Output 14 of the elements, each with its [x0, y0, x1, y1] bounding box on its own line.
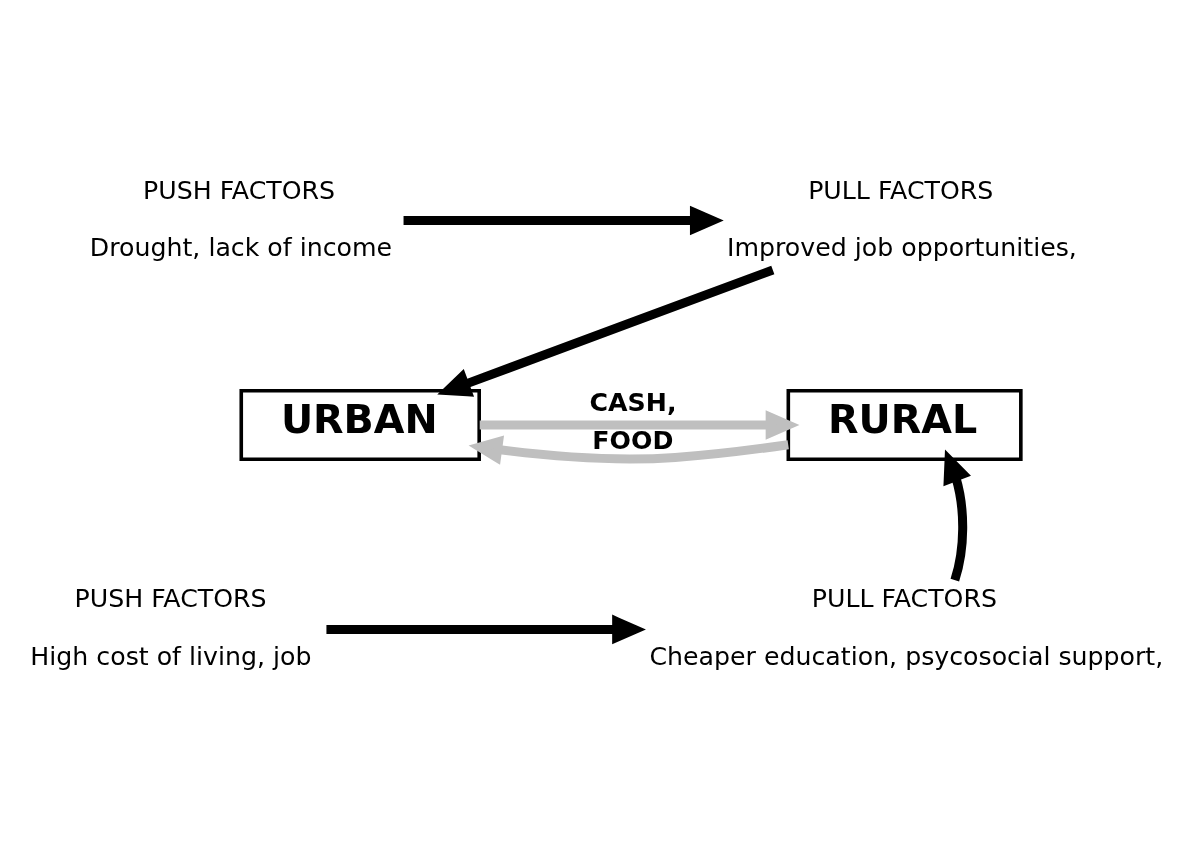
arrow — [479, 409, 800, 440]
node-box: URBAN — [239, 388, 481, 461]
node-text: PUSH FACTORS High cost of living, job — [30, 583, 312, 671]
edge-label: CASH, — [589, 387, 677, 417]
node-text: PULL FACTORS Improved job opportunities, — [727, 175, 1077, 262]
arrow — [437, 265, 775, 397]
node-text: PULL FACTORS Cheaper education, psycosocial support, — [649, 583, 1164, 671]
arrow — [326, 614, 646, 644]
node-text: PUSH FACTORS Drought, lack of income — [89, 175, 393, 262]
arrow — [403, 205, 724, 235]
arrow — [943, 449, 971, 581]
node-box: RURAL — [786, 388, 1023, 461]
arrow — [468, 435, 789, 465]
edge-label: FOOD — [592, 425, 674, 455]
